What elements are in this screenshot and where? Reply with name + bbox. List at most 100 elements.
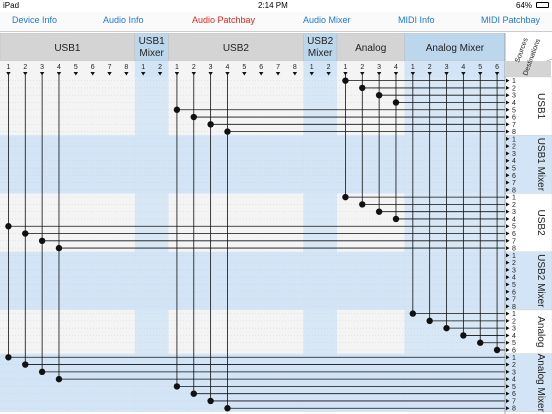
connection-node[interactable] [224, 128, 231, 135]
source-arrow-icon [6, 72, 11, 76]
source-arrow-icon [360, 72, 365, 76]
connection-node[interactable] [5, 354, 12, 361]
dest-arrow-icon [506, 348, 510, 352]
dest-channel-number: 5 [512, 340, 516, 347]
connection-node[interactable] [38, 368, 46, 376]
dest-channel-number: 5 [512, 224, 516, 231]
connection-node[interactable] [342, 77, 349, 84]
connection-node[interactable] [22, 230, 29, 237]
connection-lines [8, 75, 505, 409]
dest-channel-number: 8 [512, 406, 516, 413]
dest-channel-number: 8 [512, 129, 516, 136]
dest-group-header [504, 309, 552, 354]
connection-node[interactable] [359, 201, 366, 208]
connection-node[interactable] [493, 346, 501, 354]
source-arrow-icon [292, 72, 298, 76]
dest-group-label: USB1 [535, 93, 546, 120]
source-channel-number: 1 [6, 64, 10, 71]
dest-group-label: USB2 [535, 210, 546, 237]
dest-channel-number: 6 [512, 348, 516, 355]
dest-channel-number: 7 [512, 238, 516, 245]
tab-midi-patchbay[interactable]: MIDI Patchbay [481, 15, 541, 25]
connection-node[interactable] [173, 383, 181, 390]
dest-group-label: Analog [535, 316, 546, 347]
dest-group-label: Analog Mixer [535, 354, 546, 413]
connection-node[interactable] [38, 237, 46, 244]
dest-channel-number: 1 [512, 355, 516, 362]
source-arrow-icon [90, 72, 95, 76]
tab-audio-mixer[interactable]: Audio Mixer [303, 15, 351, 25]
dest-arrow-icon [506, 391, 510, 396]
tab-audio-info[interactable]: Audio Info [103, 15, 144, 25]
dest-arrow-icon [506, 122, 510, 127]
dest-channel-number: 8 [512, 304, 516, 311]
connection-node[interactable] [375, 92, 383, 99]
connection-node[interactable] [5, 223, 12, 230]
dest-arrow-icon [506, 158, 510, 163]
dest-arrow-icon [506, 384, 510, 389]
dest-channel-number: 6 [512, 115, 516, 122]
connection-node[interactable] [55, 244, 63, 252]
dest-arrow-icon [506, 173, 510, 178]
connection-node[interactable] [173, 106, 181, 113]
source-arrow-icon [23, 72, 28, 76]
source-arrow-icon [275, 72, 281, 76]
source-group-label: Mixer [139, 48, 164, 59]
source-channel-number: 2 [158, 64, 162, 71]
connection-node[interactable] [409, 310, 417, 317]
connection-node[interactable] [224, 405, 231, 412]
tab-device-info[interactable]: Device Info [12, 15, 58, 25]
dest-arrow-icon [506, 180, 510, 185]
tab-audio-patchbay[interactable]: Audio Patchbay [192, 15, 256, 25]
source-channel-number: 4 [57, 64, 61, 71]
dest-group-header [504, 193, 552, 252]
dest-channel-number: 3 [512, 151, 516, 158]
source-channel-number: 1 [175, 64, 179, 71]
connection-node[interactable] [392, 99, 400, 106]
tab-midi-info[interactable]: MIDI Info [398, 15, 435, 25]
connection-node[interactable] [207, 121, 214, 128]
dest-channel-number: 4 [512, 100, 516, 107]
source-arrow-icon [56, 72, 62, 76]
dest-channel-number: 5 [512, 282, 516, 289]
dest-arrow-icon [506, 238, 510, 243]
source-group-label: USB2 [307, 36, 334, 47]
source-group-label: USB1 [139, 36, 166, 47]
dest-channel-number: 2 [512, 144, 516, 151]
source-channel-number: 1 [411, 64, 415, 71]
connection-node[interactable] [190, 113, 197, 121]
connection-node[interactable] [375, 208, 383, 215]
connection-node[interactable] [392, 215, 400, 223]
dest-arrow-icon [506, 136, 510, 141]
source-arrow-icon [494, 72, 500, 76]
dest-arrow-icon [506, 369, 510, 374]
connection-node[interactable] [460, 332, 467, 339]
dest-arrow-icon [506, 253, 510, 258]
dest-group-header [504, 353, 552, 413]
dest-channel-number: 2 [512, 85, 516, 92]
dest-channel-number: 5 [512, 107, 516, 114]
dest-channel-number: 7 [512, 297, 516, 304]
dest-arrow-icon [506, 216, 510, 221]
source-arrow-icon [225, 72, 230, 76]
connection-node[interactable] [207, 397, 214, 405]
dest-channel-number: 3 [512, 93, 516, 100]
connection-node[interactable] [55, 375, 63, 383]
source-band [134, 77, 169, 412]
connection-node[interactable] [22, 361, 29, 368]
source-arrow-icon [393, 72, 399, 76]
source-channel-number: 3 [40, 64, 44, 71]
dest-channel-number: 3 [512, 369, 516, 376]
connection-node[interactable] [190, 390, 197, 397]
dest-arrow-icon [506, 362, 510, 367]
source-arrow-icon [376, 72, 382, 76]
connection-node[interactable] [426, 317, 433, 325]
connection-node[interactable] [359, 84, 366, 92]
dest-arrow-icon [506, 231, 510, 236]
connection-node[interactable] [443, 324, 450, 332]
connection-node[interactable] [477, 339, 484, 346]
connection-node[interactable] [342, 193, 349, 201]
